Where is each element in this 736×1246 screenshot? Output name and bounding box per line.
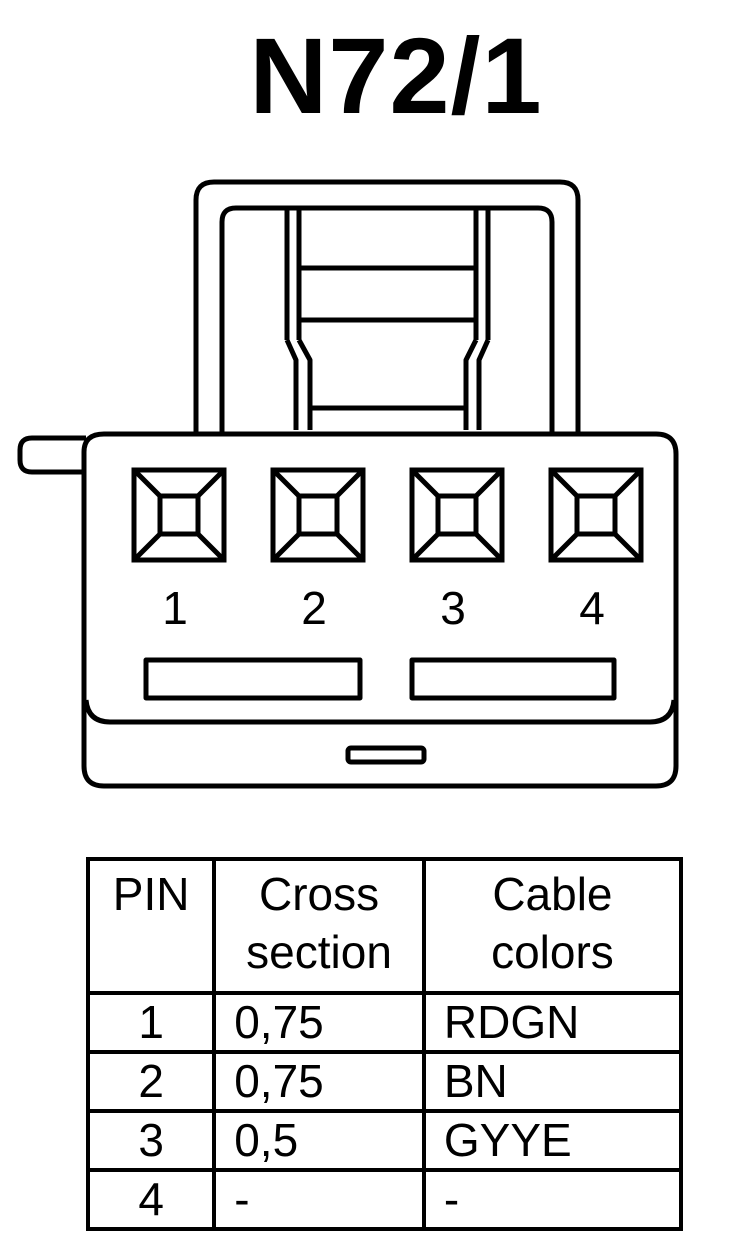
pin-terminal-4 (548, 467, 644, 563)
cell-pin: 3 (85, 1109, 217, 1172)
cell-cable-color: BN (421, 1050, 684, 1113)
pin-label-4: 4 (579, 582, 605, 634)
cell-cross-section: 0,5 (212, 1109, 426, 1172)
title-text: N72/1 (249, 15, 543, 136)
cell-cross-section: 0,75 (212, 1050, 426, 1113)
lower-window-left (143, 657, 363, 701)
table-row: 1 0,75 RDGN (85, 991, 684, 1054)
latch-outer (193, 179, 581, 436)
cell-cable-color: - (421, 1168, 684, 1231)
side-lug (17, 435, 86, 475)
header-cross-section: Cross section (212, 857, 426, 995)
cell-cable-color: GYYE (421, 1109, 684, 1172)
pin-label-2: 2 (301, 582, 327, 634)
connector-diagram: 1 2 3 4 (17, 179, 679, 789)
lower-window-right (409, 657, 617, 701)
table-row: 3 0,5 GYYE (85, 1109, 684, 1172)
latch-inner (219, 205, 555, 436)
pin-label-1: 1 (162, 582, 188, 634)
cell-pin: 1 (85, 991, 217, 1054)
header-pin: PIN (85, 857, 217, 995)
pin-label-3: 3 (440, 582, 466, 634)
pin-terminal-3 (409, 467, 505, 563)
header-cable-colors-line-2: colors (491, 926, 614, 978)
cell-cross-section: 0,75 (212, 991, 426, 1054)
cell-cross-section: - (212, 1168, 426, 1231)
header-cable-colors-line-1: Cable (492, 868, 613, 920)
connector-title: N72/1 (28, 22, 736, 130)
cell-pin: 4 (85, 1168, 217, 1231)
table-row: 4 - - (85, 1168, 684, 1231)
cell-pin: 2 (85, 1050, 217, 1113)
header-cross-section-line-1: Cross (258, 868, 380, 920)
header-cross-section-line-2: section (246, 926, 392, 978)
key-slot (345, 745, 427, 765)
table-header-row: PIN Cross section Cable colors (85, 857, 684, 995)
pin-terminal-2 (270, 467, 366, 563)
header-cable-colors: Cable colors (421, 857, 684, 995)
pin-assignment-table: PIN Cross section Cable colors 1 0,75 RD… (85, 857, 684, 1231)
connector-housing (81, 431, 679, 789)
cell-cable-color: RDGN (421, 991, 684, 1054)
header-pin-text: PIN (112, 868, 190, 920)
pin-terminal-1 (131, 467, 227, 563)
table-row: 2 0,75 BN (85, 1050, 684, 1113)
